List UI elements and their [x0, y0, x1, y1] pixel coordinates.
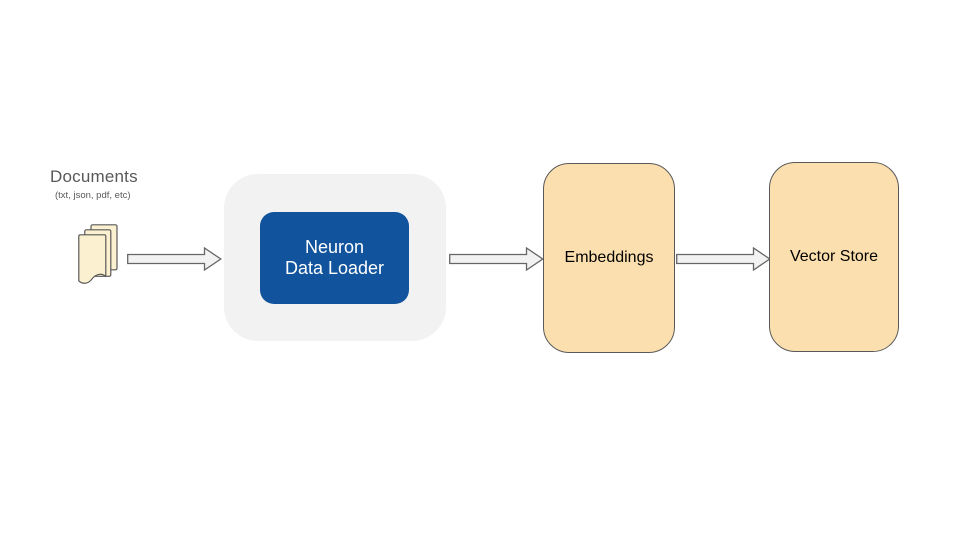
neuron-data-loader-label-line1: Neuron: [304, 237, 365, 257]
neuron-data-loader-container: Neuron Data Loader: [224, 174, 446, 341]
arrow-documents-to-loader-icon: [127, 247, 222, 271]
embeddings-node: Embeddings: [543, 163, 675, 353]
vector-store-label: Vector Store: [789, 248, 879, 265]
arrow-loader-to-embeddings-icon: [449, 247, 544, 271]
documents-title: Documents: [50, 167, 138, 186]
right-arrow-icon: [127, 247, 222, 271]
vector-store-node: Vector Store: [769, 162, 899, 352]
neuron-data-loader-node: Neuron Data Loader: [260, 212, 409, 304]
right-arrow-icon: [676, 247, 771, 271]
neuron-data-loader-label-line2: Data Loader: [284, 258, 385, 278]
documents-subtitle: (txt, json, pdf, etc): [55, 190, 131, 201]
embeddings-label: Embeddings: [564, 249, 654, 266]
arrow-embeddings-to-vector-store-icon: [676, 247, 771, 271]
document-stack-icon: [78, 224, 118, 284]
document-page-front: [78, 234, 107, 284]
right-arrow-icon: [449, 247, 544, 271]
